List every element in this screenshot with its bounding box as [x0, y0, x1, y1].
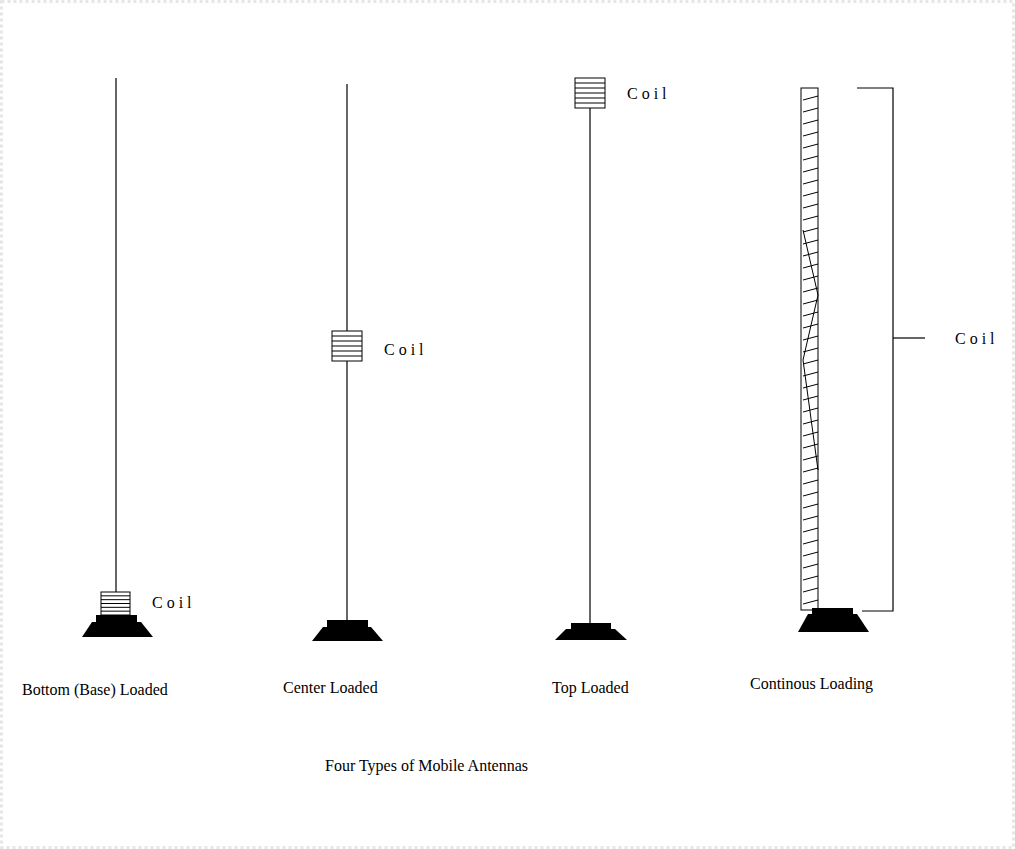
coil-winding	[803, 168, 818, 172]
loading-coil	[101, 592, 130, 615]
antenna-base	[812, 608, 853, 615]
coil-winding	[803, 216, 818, 220]
antenna-type-label: Continous Loading	[750, 674, 873, 693]
coil-winding	[101, 607, 130, 608]
coil-winding	[803, 96, 818, 100]
coil-winding	[803, 444, 818, 448]
coil-winding	[803, 192, 818, 196]
coil-label: Coil	[384, 340, 428, 359]
antenna-base	[798, 614, 869, 632]
helical-whip	[803, 230, 818, 470]
antenna-type-label: Top Loaded	[552, 678, 629, 697]
coil-winding	[803, 432, 818, 436]
coil-winding	[803, 552, 818, 556]
coil-winding	[332, 351, 362, 352]
antenna-base	[327, 620, 368, 628]
coil-winding	[332, 356, 362, 357]
coil-winding	[803, 312, 818, 316]
coil-winding	[575, 93, 605, 94]
coil-winding	[803, 600, 818, 604]
antenna-base	[555, 629, 627, 640]
antenna-base	[312, 627, 383, 641]
coil-winding	[332, 346, 362, 347]
figure-caption: Four Types of Mobile Antennas	[325, 756, 528, 775]
coil-winding	[803, 324, 818, 328]
coil-winding	[803, 204, 818, 208]
bracket	[857, 88, 893, 611]
coil-winding	[803, 588, 818, 592]
coil-winding	[101, 599, 130, 600]
coil-winding	[575, 88, 605, 89]
coil-winding	[803, 156, 818, 160]
antenna-base	[82, 622, 153, 637]
coil-winding	[803, 492, 818, 496]
coil-label: Coil	[152, 593, 196, 612]
coil-label: Coil	[955, 329, 999, 348]
antenna-base	[96, 615, 137, 623]
coil-winding	[803, 468, 818, 472]
coil-winding	[803, 132, 818, 136]
coil-winding	[803, 336, 818, 340]
coil-winding	[101, 595, 130, 596]
coil-winding	[803, 228, 818, 232]
coil-winding	[803, 384, 818, 388]
loading-coil	[575, 78, 605, 108]
coil-winding	[803, 528, 818, 532]
antenna-type-label: Center Loaded	[283, 678, 378, 697]
coil-winding	[575, 103, 605, 104]
coil-winding	[803, 480, 818, 484]
antenna-mast	[115, 78, 116, 593]
coil-winding	[803, 252, 818, 256]
coil-winding	[332, 341, 362, 342]
coil-winding	[803, 396, 818, 400]
coil-winding	[575, 98, 605, 99]
loading-coil	[332, 331, 362, 361]
coil-winding	[101, 611, 130, 612]
coil-winding	[101, 603, 130, 604]
coil-winding	[803, 108, 818, 112]
helical-whip	[801, 88, 818, 610]
coil-winding	[803, 516, 818, 520]
coil-winding	[803, 264, 818, 268]
coil-winding	[803, 540, 818, 544]
coil-winding	[575, 83, 605, 84]
coil-winding	[332, 336, 362, 337]
coil-winding	[803, 576, 818, 580]
coil-winding	[803, 456, 818, 460]
coil-winding	[803, 504, 818, 508]
coil-winding	[803, 420, 818, 424]
coil-label: Coil	[627, 84, 671, 103]
antenna-base	[571, 623, 611, 630]
coil-winding	[803, 408, 818, 412]
antenna-mast	[589, 108, 590, 626]
coil-windings	[101, 83, 818, 611]
coil-winding	[803, 300, 818, 304]
coil-winding	[803, 240, 818, 244]
coil-winding	[803, 348, 818, 352]
antenna-type-label: Bottom (Base) Loaded	[22, 680, 168, 699]
coil-winding	[803, 276, 818, 280]
coil-winding	[803, 144, 818, 148]
coil-winding	[803, 372, 818, 376]
coil-winding	[803, 360, 818, 364]
coil-winding	[803, 180, 818, 184]
leader-line	[893, 337, 925, 338]
coil-winding	[803, 120, 818, 124]
coil-winding	[803, 564, 818, 568]
coil-winding	[803, 288, 818, 292]
